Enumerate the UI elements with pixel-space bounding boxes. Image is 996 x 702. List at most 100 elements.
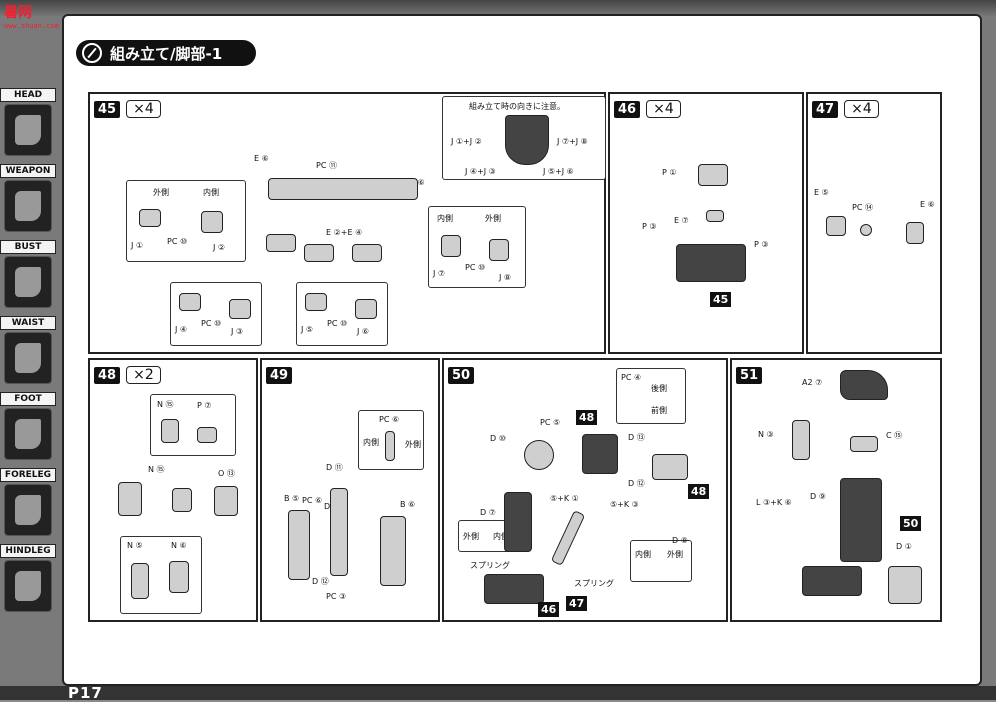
step-multiplier: ×4 (126, 100, 161, 118)
poly-cap (860, 224, 872, 236)
leg-core (330, 488, 348, 576)
step-51-header: 51 (736, 364, 763, 386)
block-part (131, 563, 149, 599)
foot-assembly (676, 244, 746, 282)
part-label: D ⑪ (326, 463, 343, 472)
spring-label: スプリング (574, 579, 614, 588)
spring-label: スプリング (470, 561, 510, 570)
pin-part (385, 431, 395, 461)
watermark-text: 暑网 (4, 5, 32, 21)
foot-assembly (484, 574, 544, 604)
sidebar-item-weapon[interactable]: WEAPON (0, 164, 58, 240)
sidebar-item-foreleg[interactable]: FORELEG (0, 468, 58, 544)
sidebar-item-bust[interactable]: BUST (0, 240, 58, 316)
step-45-header: 45 ×4 (94, 98, 161, 120)
toe-subassembly-2: 内側 外側 J ⑦ PC ⑩ J ⑧ (428, 206, 526, 288)
toe-assembly (652, 454, 688, 480)
part-label: N ③ (758, 430, 774, 439)
step-46-panel: 46×4 P ① E ⑦ P ③ P ③ 45 (608, 92, 804, 354)
step-number: 48 (94, 366, 121, 384)
part-label: N ⑮ (157, 400, 174, 409)
frame-part (214, 486, 238, 516)
sidebar-label: HEAD (0, 88, 56, 102)
toe-half (305, 293, 327, 311)
part-label: A2 ⑦ (802, 378, 823, 387)
frame-part (172, 488, 192, 512)
sidebar-item-foot[interactable]: FOOT (0, 392, 58, 468)
part-label: E ⑦ (674, 216, 689, 225)
toe-subassembly-1: 外側 内側 J ① PC ⑩ J ② (126, 180, 246, 262)
claw-assembly (505, 115, 549, 165)
sidebar-item-head[interactable]: HEAD (0, 88, 58, 164)
foreleg-thumbnail-icon (4, 484, 52, 536)
sidebar-item-hindleg[interactable]: HINDLEG (0, 544, 58, 620)
head-thumbnail-icon (4, 104, 52, 156)
part-label: J ② (213, 243, 226, 252)
part-label: J ⑤+J ⑥ (543, 167, 574, 176)
block-part (792, 420, 810, 460)
toe-subassembly-3: J ④ PC ⑩ J ③ (170, 282, 262, 346)
step-51-panel: 51 A2 ⑦ N ③ C ⑮ L ③+K ⑥ D ⑨ 50 D ① (730, 358, 942, 622)
foot-plate (888, 566, 922, 604)
rear-label: 後側 (651, 384, 667, 393)
frame-part (118, 482, 142, 516)
thigh-part (524, 440, 554, 470)
sidebar-label: WAIST (0, 316, 56, 330)
toe-half (441, 235, 461, 257)
step-49-panel: 49 PC ⑥ 内側 外側 D ⑪ B ⑤ PC ⑥ D ③ B ⑥ D ⑫ P… (260, 358, 440, 622)
section-sidebar: HEAD WEAPON BUST WAIST FOOT FORELEG HIND… (0, 88, 58, 620)
lower-leg (504, 492, 532, 552)
part-label: P ③ (754, 240, 769, 249)
part-label: J ④+J ③ (465, 167, 496, 176)
orientation-detail-box: 内側 外側 (630, 540, 692, 582)
sidebar-label: WEAPON (0, 164, 56, 178)
armor-part (840, 370, 888, 400)
part-label: C ⑮ (886, 431, 903, 440)
part-label: O ⑬ (218, 469, 235, 478)
toe-half (229, 299, 251, 319)
part-label: D ⑦ (480, 508, 496, 517)
step-multiplier: ×2 (126, 366, 161, 384)
part-label: D ⑩ (490, 434, 506, 443)
step-number: 45 (94, 100, 121, 118)
part-label: J ⑧ (499, 273, 512, 282)
joint-part (850, 436, 878, 452)
bust-thumbnail-icon (4, 256, 52, 308)
top-frame (0, 0, 996, 16)
part-label: ⑤+K ① (550, 494, 579, 503)
block-part (197, 427, 217, 443)
waist-thumbnail-icon (4, 332, 52, 384)
step-ref-badge: 48 (576, 410, 598, 425)
part-label: E ⑤ (814, 188, 829, 197)
outer-label: 外側 (463, 532, 479, 541)
sidebar-item-waist[interactable]: WAIST (0, 316, 58, 392)
inner-label: 内側 (493, 532, 509, 541)
foot-assembly (802, 566, 862, 596)
part-label: PC ⑩ (327, 319, 348, 328)
part-label: PC ⑪ (316, 161, 337, 170)
leg-assembly (840, 478, 882, 562)
part-label: L ③+K ⑥ (756, 498, 792, 507)
part-label: B ⑤ (284, 494, 300, 503)
part-label: PC ⑥ (302, 496, 323, 505)
step-48-header: 48 ×2 (94, 364, 161, 386)
claw-cap (698, 164, 728, 186)
piston-part (550, 510, 586, 566)
step-multiplier: ×4 (646, 100, 681, 118)
part-label: J ⑥ (357, 327, 370, 336)
part-label: D ⑫ (628, 479, 645, 488)
hip-assembly (582, 434, 618, 474)
part-label: D ⑫ (312, 577, 329, 586)
orientation-note-box: 組み立て時の向きに注意。 J ①+J ② J ⑦+J ⑧ J ④+J ③ J ⑤… (442, 96, 606, 180)
toe-subassembly-4: J ⑤ PC ⑩ J ⑥ (296, 282, 388, 346)
step-48-panel: 48×2 N ⑮ P ⑦ N ⑮ O ⑬ N ⑤ N ⑥ (88, 358, 258, 622)
front-label: 前側 (651, 406, 667, 415)
part-label: J ③ (231, 327, 244, 336)
block-part (169, 561, 189, 593)
step-47-panel: 47×4 E ⑤ PC ⑭ E ⑥ (806, 92, 942, 354)
inner-label: 内側 (437, 214, 453, 223)
part-label: PC ⑩ (167, 237, 188, 246)
weapon-thumbnail-icon (4, 180, 52, 232)
orientation-detail-box: PC ⑥ 内側 外側 (358, 410, 424, 470)
step-45-panel: 45 ×4 組み立て時の向きに注意。 J ①+J ② J ⑦+J ⑧ J ④+J … (88, 92, 606, 354)
